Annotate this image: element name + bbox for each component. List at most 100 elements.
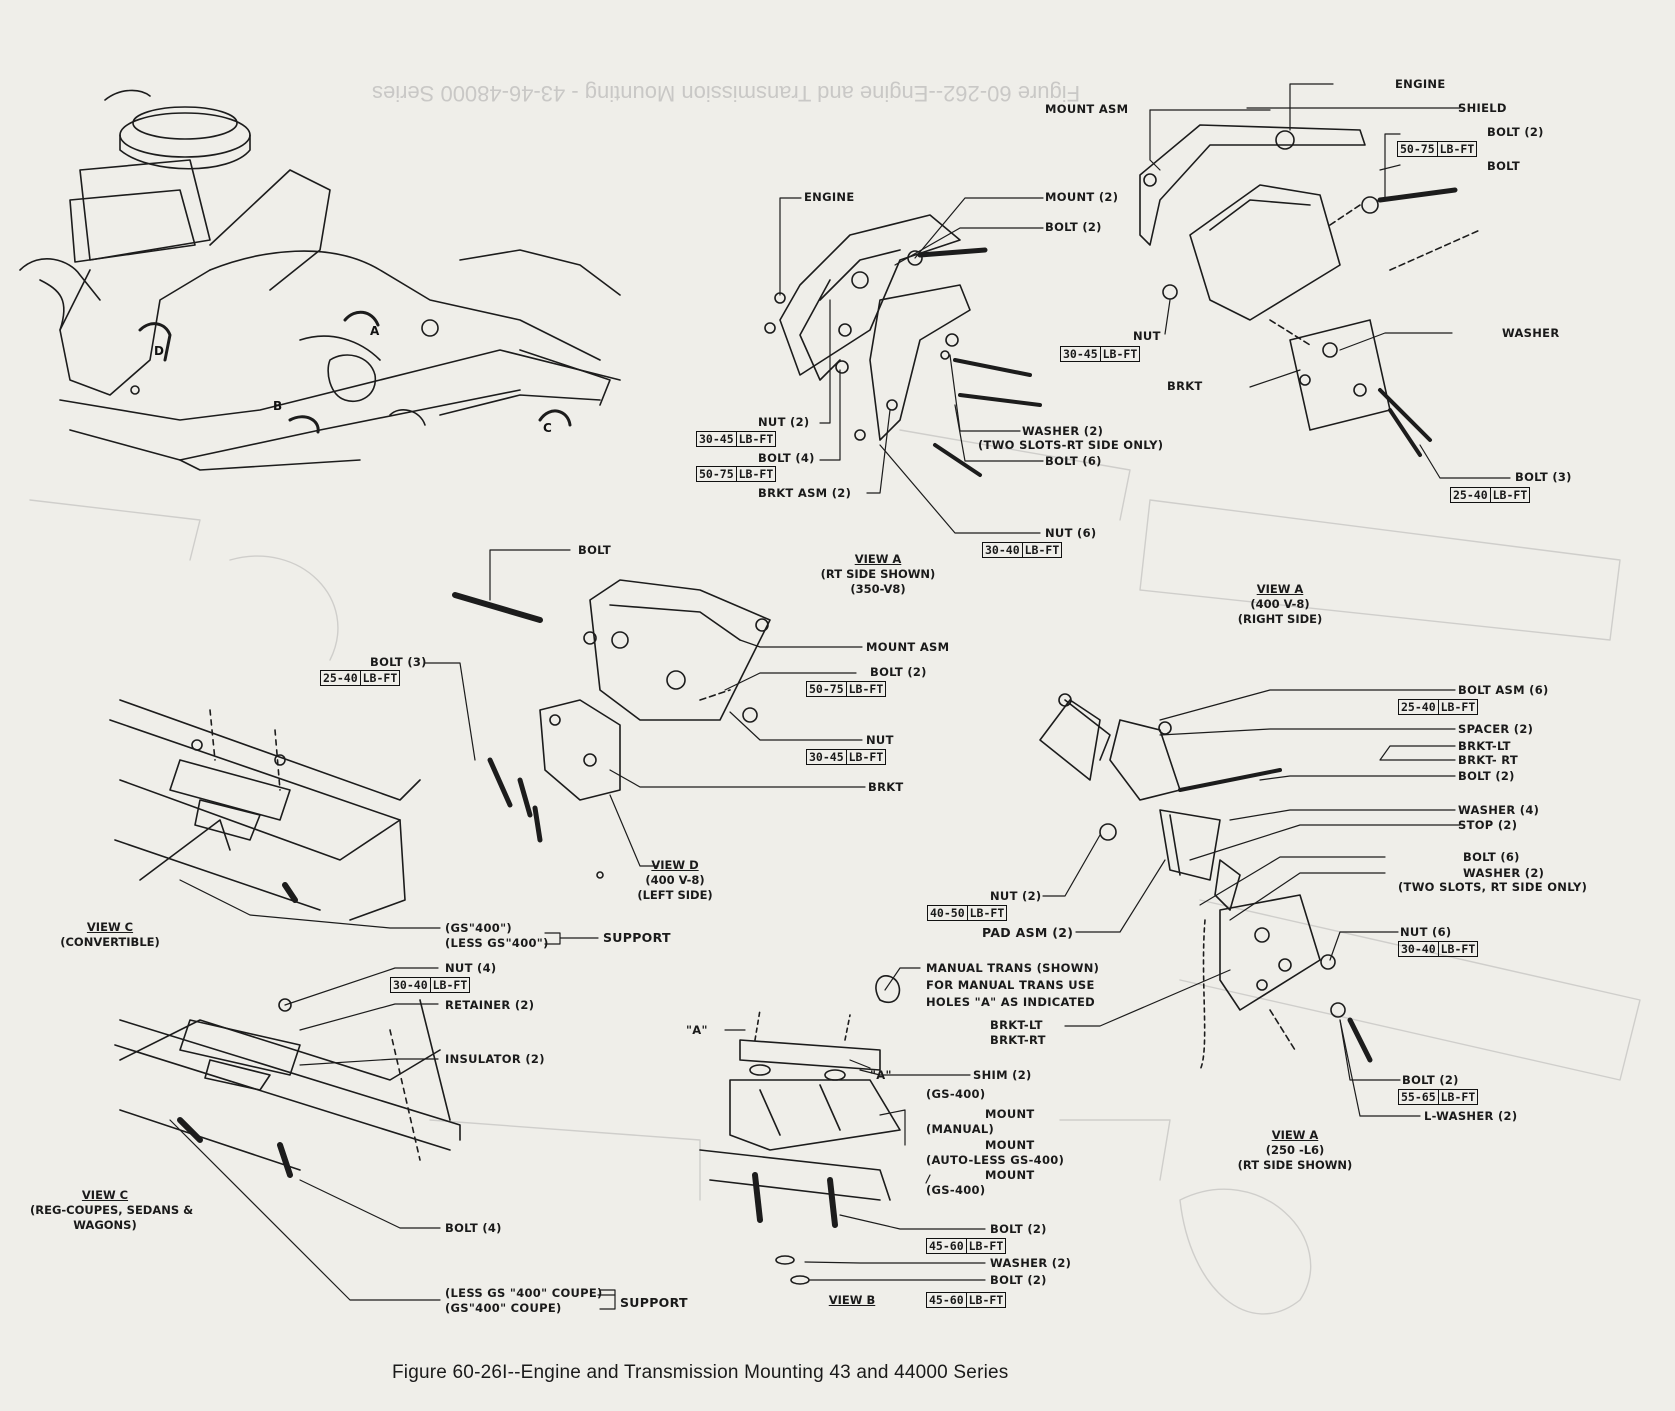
label-gs400-shim: (GS-400)	[926, 1087, 986, 1101]
view-a-400-caption: VIEW A (400 V-8) (RIGHT SIDE)	[1220, 582, 1340, 627]
view-a-250-line2: (RT SIDE SHOWN)	[1237, 1158, 1353, 1172]
view-b-title: VIEW B	[828, 1293, 876, 1307]
label-l-washer2: L-WASHER (2)	[1424, 1109, 1518, 1123]
label-mount-asm-tr: MOUNT ASM	[1045, 102, 1129, 116]
view-d-caption: VIEW D (400 V-8) (LEFT SIDE)	[620, 858, 730, 903]
label-brkt-vd: BRKT	[868, 780, 904, 794]
label-manual-trans-2: FOR MANUAL TRANS USE	[926, 978, 1095, 992]
label-mount-manual-1: MOUNT	[985, 1107, 1035, 1121]
label-bolt-asm6: BOLT ASM (6)	[1458, 683, 1549, 697]
view-c-regular-drawing	[114, 998, 461, 1178]
leader-lines	[169, 83, 1511, 1310]
view-a-250-caption: VIEW A (250 -L6) (RT SIDE SHOWN)	[1230, 1128, 1360, 1173]
label-bolt-vd: BOLT	[578, 543, 612, 557]
view-a-400-title: VIEW A	[1256, 582, 1304, 596]
view-a-250-line1: (250 -L6)	[1265, 1143, 1325, 1157]
label-brkt-tr: BRKT	[1167, 379, 1203, 393]
label-support-a: SUPPORT	[603, 930, 671, 945]
figure-caption: Figure 60-26I--Engine and Transmission M…	[392, 1362, 1009, 1383]
view-c-reg-title: VIEW C	[81, 1188, 129, 1202]
label-bolt4-c: BOLT (4)	[445, 1221, 502, 1235]
view-d-mount-drawing	[452, 579, 771, 879]
label-nut6-tc: NUT (6)	[1045, 526, 1097, 540]
label-mount-asm-vd: MOUNT ASM	[866, 640, 950, 654]
view-c-conv-caption: VIEW C (CONVERTIBLE)	[50, 920, 170, 950]
label-bolt2-tr: BOLT (2)	[1487, 125, 1544, 139]
label-washer4-r: WASHER (4)	[1458, 803, 1540, 817]
overview-label-a: A	[370, 324, 380, 338]
view-b-drawing	[699, 975, 901, 1285]
label-nut4-c: NUT (4)	[445, 961, 497, 975]
overview-label-d: D	[154, 344, 164, 358]
view-c-convertible-drawing	[109, 699, 421, 921]
view-d-title: VIEW D	[651, 858, 699, 872]
label-nut2-r: NUT (2)	[990, 889, 1042, 903]
label-nut6-r: NUT (6)	[1400, 925, 1452, 939]
label-bolt6-r: BOLT (6)	[1463, 850, 1520, 864]
label-a-left: "A"	[686, 1023, 708, 1037]
label-manual-trans-3: HOLES "A" AS INDICATED	[926, 995, 1095, 1009]
label-pad-asm2: PAD ASM (2)	[982, 925, 1074, 940]
label-nut-tr: NUT	[1133, 329, 1161, 343]
label-washer2-tc: WASHER (2)	[1022, 424, 1104, 438]
label-stop2-r: STOP (2)	[1458, 818, 1518, 832]
label-mount-auto-2: (AUTO-LESS GS-400)	[926, 1153, 1065, 1167]
view-a-250-title: VIEW A	[1271, 1128, 1319, 1142]
view-d-line2: (LEFT SIDE)	[637, 888, 713, 902]
label-bolt6-tc: BOLT (6)	[1045, 454, 1102, 468]
label-bolt-tr: BOLT	[1487, 159, 1521, 173]
label-insulator2: INSULATOR (2)	[445, 1052, 545, 1066]
right-mid-mount-drawing	[1039, 693, 1373, 1071]
label-brkt-rt-r: BRKT- RT	[1458, 753, 1519, 767]
view-c-conv-line1: (CONVERTIBLE)	[60, 935, 160, 949]
view-a-400-line1: (400 V-8)	[1250, 597, 1310, 611]
label-mount-gs-1: MOUNT	[985, 1168, 1035, 1182]
view-a-350-line1: (RT SIDE SHOWN)	[820, 567, 936, 581]
label-bolt2-tc: BOLT (2)	[1045, 220, 1102, 234]
view-a-350-line2: (350-V8)	[850, 582, 906, 596]
view-c-reg-caption: VIEW C (REG-COUPES, SEDANS & WAGONS)	[30, 1188, 194, 1233]
label-less-gs400-a: (LESS GS"400")	[445, 936, 549, 950]
label-mount-gs-2: (GS-400)	[926, 1183, 986, 1197]
view-a-350-title: VIEW A	[854, 552, 902, 566]
view-c-reg-line2: WAGONS)	[73, 1218, 137, 1232]
view-b-caption: VIEW B	[822, 1293, 882, 1308]
label-shim2: SHIM (2)	[973, 1068, 1032, 1082]
label-less-gs400-coupe: (LESS GS "400" COUPE)	[445, 1286, 603, 1300]
view-c-conv-title: VIEW C	[86, 920, 134, 934]
label-mount-manual-2: (MANUAL)	[926, 1122, 995, 1136]
label-gs400-a: (GS"400")	[445, 921, 512, 935]
view-a-400-line2: (RIGHT SIDE)	[1237, 612, 1323, 626]
label-brkt-lt-r2: BRKT-LT	[990, 1018, 1043, 1032]
overview-label-c: C	[543, 421, 552, 435]
view-c-reg-line1: (REG-COUPES, SEDANS &	[30, 1203, 194, 1217]
label-brkt-rt-r2: BRKT-RT	[990, 1033, 1046, 1047]
label-brkt-asm2: BRKT ASM (2)	[758, 486, 852, 500]
label-retainer2: RETAINER (2)	[445, 998, 535, 1012]
overview-label-b: B	[273, 399, 282, 413]
label-nut2-tc: NUT (2)	[758, 415, 810, 429]
label-bolt3-tr: BOLT (3)	[1515, 470, 1572, 484]
label-washer2-vb: WASHER (2)	[990, 1256, 1072, 1270]
label-bolt2-r1: BOLT (2)	[1458, 769, 1515, 783]
label-gs400-coupe: (GS"400" COUPE)	[445, 1301, 562, 1315]
view-d-line1: (400 V-8)	[645, 873, 705, 887]
label-bolt4-tc: BOLT (4)	[758, 451, 815, 465]
ghost-drawing	[29, 429, 1641, 1315]
label-nut-vd: NUT	[866, 733, 894, 747]
label-washer2-r: WASHER (2)	[1463, 866, 1545, 880]
label-engine-tr: ENGINE	[1395, 77, 1446, 91]
view-a-350-caption: VIEW A (RT SIDE SHOWN) (350-V8)	[818, 552, 938, 597]
